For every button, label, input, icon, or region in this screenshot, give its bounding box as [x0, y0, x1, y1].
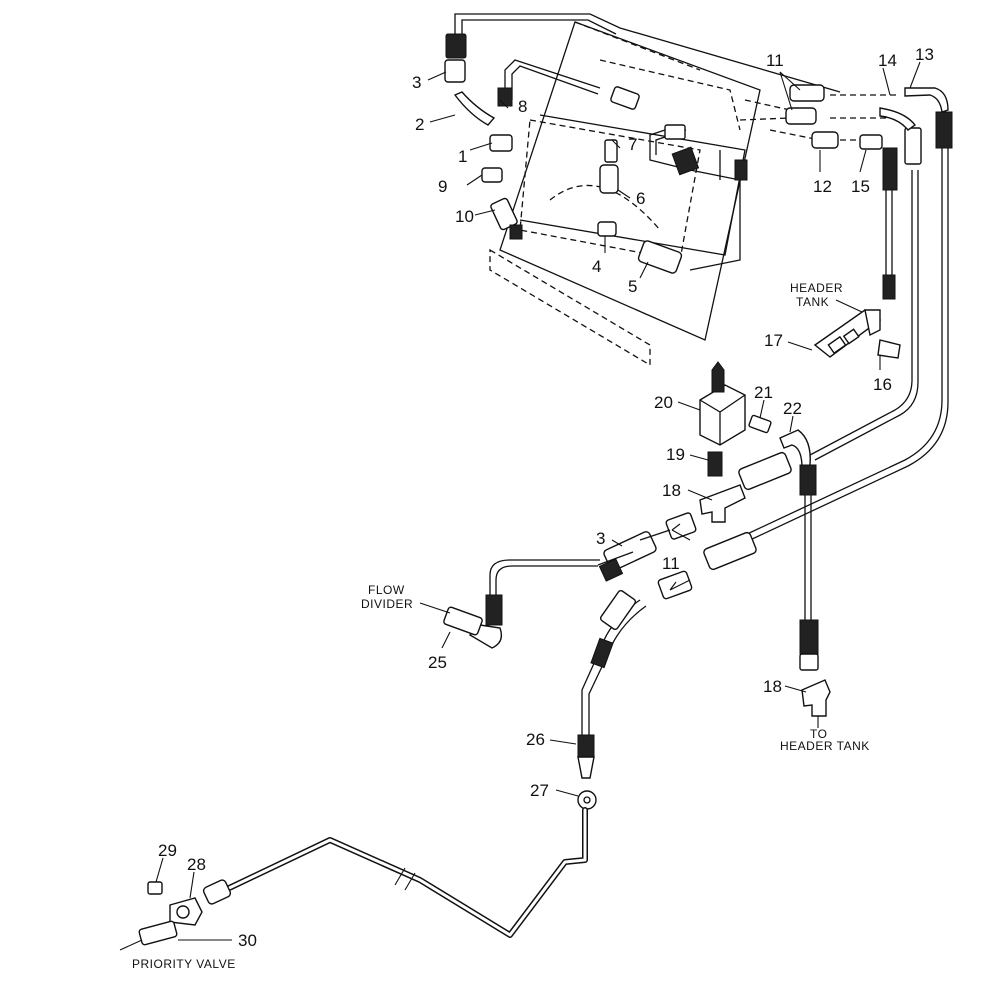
callout-15: 15 [851, 177, 870, 196]
lower-mid-line [577, 589, 647, 810]
header-tank-manifold [813, 274, 901, 359]
callout-13: 13 [915, 45, 934, 64]
callout-26: 26 [526, 730, 545, 749]
callout-9: 9 [438, 177, 447, 196]
mounting-plate [489, 21, 761, 367]
callout-11-top: 11 [766, 51, 784, 70]
callout-numbers: 1 2 3 4 5 6 7 8 9 10 11 12 13 14 15 16 1… [158, 45, 934, 950]
callout-18-bottom: 18 [763, 677, 782, 696]
label-header-tank-top-line1: HEADER [790, 281, 843, 295]
callout-5: 5 [628, 277, 637, 296]
callout-19: 19 [666, 445, 685, 464]
callout-22: 22 [783, 399, 802, 418]
flow-divider-line [443, 559, 600, 649]
callout-28: 28 [187, 855, 206, 874]
callout-14: 14 [878, 51, 897, 70]
callout-29: 29 [158, 841, 177, 860]
callout-7: 7 [628, 135, 637, 154]
callout-3-mid: 3 [596, 529, 605, 548]
callout-8: 8 [518, 97, 527, 116]
label-header-tank-top-line2: TANK [796, 295, 829, 309]
label-priority-valve: PRIORITY VALVE [132, 957, 236, 971]
callout-18-mid: 18 [662, 481, 681, 500]
callout-11-mid: 11 [662, 554, 680, 573]
callout-21: 21 [754, 383, 773, 402]
callout-20: 20 [654, 393, 673, 412]
label-flow-divider-line1: FLOW [368, 583, 405, 597]
middle-assembly [597, 361, 817, 600]
callout-17: 17 [764, 331, 783, 350]
callout-30: 30 [238, 931, 257, 950]
bottom-tube [138, 807, 588, 946]
callout-16: 16 [873, 375, 892, 394]
callout-6: 6 [636, 189, 645, 208]
label-to-header-tank-line1: TO [810, 727, 827, 741]
callout-2: 2 [415, 115, 424, 134]
callout-25: 25 [428, 653, 447, 672]
right-tubes [744, 148, 949, 620]
text-labels: HEADER TANK FLOW DIVIDER TO HEADER TANK … [132, 281, 870, 971]
label-flow-divider-line2: DIVIDER [361, 597, 413, 611]
label-to-header-tank-line2: HEADER TANK [780, 739, 870, 753]
callout-10: 10 [455, 207, 474, 226]
callout-1: 1 [458, 147, 467, 166]
callout-4: 4 [592, 257, 601, 276]
callout-27: 27 [530, 781, 549, 800]
callout-3: 3 [412, 73, 421, 92]
leader-lines [119, 61, 921, 951]
to-header-tank-fitting [799, 619, 831, 728]
callout-12: 12 [813, 177, 832, 196]
upper-fittings [444, 33, 953, 274]
